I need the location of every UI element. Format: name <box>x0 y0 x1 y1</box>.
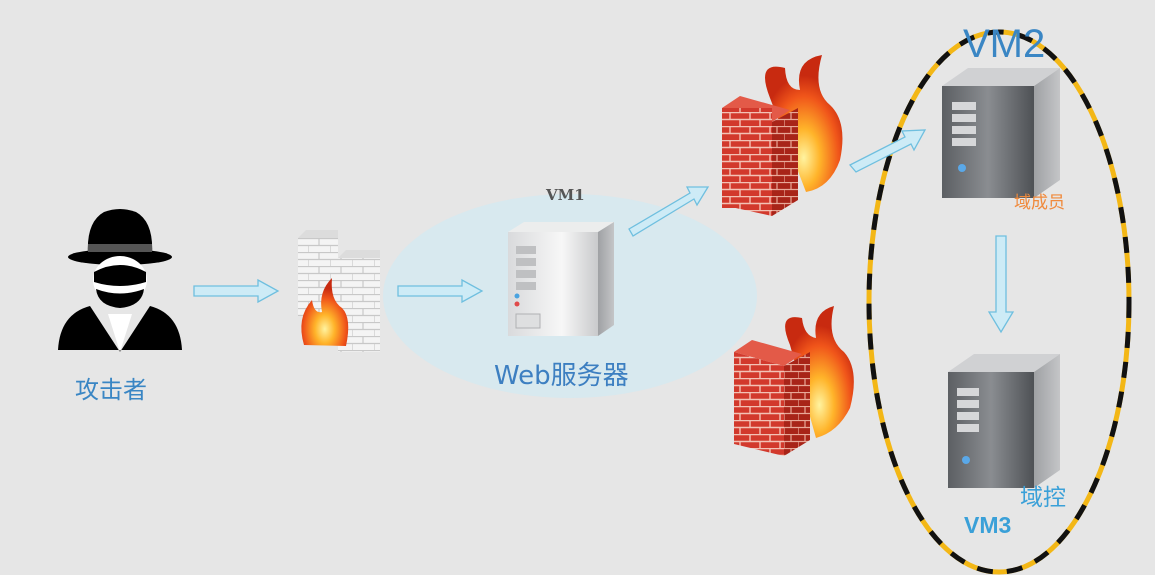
arrow-attacker-to-firewall <box>193 278 280 304</box>
red-brick-firewall-icon <box>734 306 854 456</box>
arrow-member-to-dc <box>987 235 1015 334</box>
vm3-label: VM3 <box>964 512 1012 538</box>
server-tower-icon <box>508 222 614 336</box>
domain-controller-label: 域控 <box>1020 485 1066 511</box>
vm2-label: VM2 <box>963 22 1046 66</box>
red-brick-firewall-icon <box>722 55 843 216</box>
domain-boundary <box>866 29 1132 575</box>
server-tower-icon <box>942 68 1060 198</box>
web-server-label: Web服务器 <box>494 361 629 391</box>
arrow-web-to-internal-firewall <box>628 186 710 237</box>
domain-member-label: 域成员 <box>1014 193 1065 213</box>
arrow-firewall-to-web <box>397 278 484 304</box>
attacker-label: 攻击者 <box>75 376 147 404</box>
hacker-spy-icon <box>58 209 182 352</box>
server-tower-icon <box>948 354 1060 488</box>
arrow-firewall-to-member <box>848 129 927 173</box>
vm1-label: VM1 <box>546 186 585 204</box>
white-brick-firewall-icon <box>298 230 380 352</box>
